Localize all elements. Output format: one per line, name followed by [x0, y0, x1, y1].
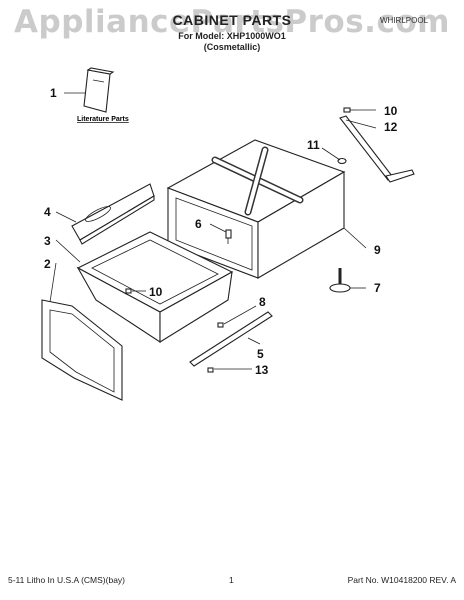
callout-1: 1 [50, 86, 57, 100]
variant-line: (Cosmetallic) [203, 42, 261, 52]
screw-6 [225, 229, 232, 244]
leader-9 [343, 227, 367, 249]
screw-10-drawer [125, 288, 132, 294]
drawer-front-2 [41, 299, 123, 401]
footer-part-number: Part No. W10418200 REV. A [347, 575, 456, 585]
watermark: AppliancePartsPros.com [14, 4, 450, 40]
callout-10-drawer: 10 [149, 285, 163, 299]
callout-12: 12 [384, 120, 398, 134]
callout-2: 2 [44, 257, 51, 271]
footer-page-number: 1 [229, 575, 234, 585]
drawer-tub-3 [76, 231, 234, 344]
screw-8 [217, 322, 224, 328]
callout-10-top: 10 [384, 104, 398, 118]
screw-10-top [343, 107, 356, 113]
callout-4: 4 [44, 205, 51, 219]
callout-6: 6 [195, 217, 202, 231]
callout-7: 7 [374, 281, 381, 295]
leader-8 [223, 305, 257, 325]
callout-11: 11 [307, 138, 320, 152]
callout-5: 5 [257, 347, 264, 361]
bracket-12 [339, 115, 415, 183]
slide-rail-5 [189, 311, 273, 367]
drawer-panel-4 [71, 183, 155, 245]
leader-11 [321, 147, 341, 161]
callout-9: 9 [374, 243, 381, 257]
model-line: For Model: XHP1000WO1 [178, 31, 286, 41]
leader-3 [55, 239, 81, 263]
page-title: CABINET PARTS [172, 12, 292, 28]
callout-3: 3 [44, 234, 51, 248]
screw-13 [207, 367, 214, 373]
leader-12 [345, 119, 377, 129]
callout-13: 13 [255, 363, 269, 377]
leader-5 [247, 337, 261, 345]
pedestal-cabinet [166, 139, 346, 279]
literature-booklet [83, 67, 115, 113]
leader-6 [209, 223, 227, 233]
brand-label: WHIRLPOOL [379, 16, 428, 25]
footer-litho: 5-11 Litho In U.S.A (CMS)(bay) [8, 575, 125, 585]
literature-label: Literature Parts [77, 116, 129, 123]
leader-2 [49, 262, 57, 303]
callout-8: 8 [259, 295, 266, 309]
leveling-foot-7 [329, 268, 351, 293]
leader-4 [55, 211, 77, 223]
